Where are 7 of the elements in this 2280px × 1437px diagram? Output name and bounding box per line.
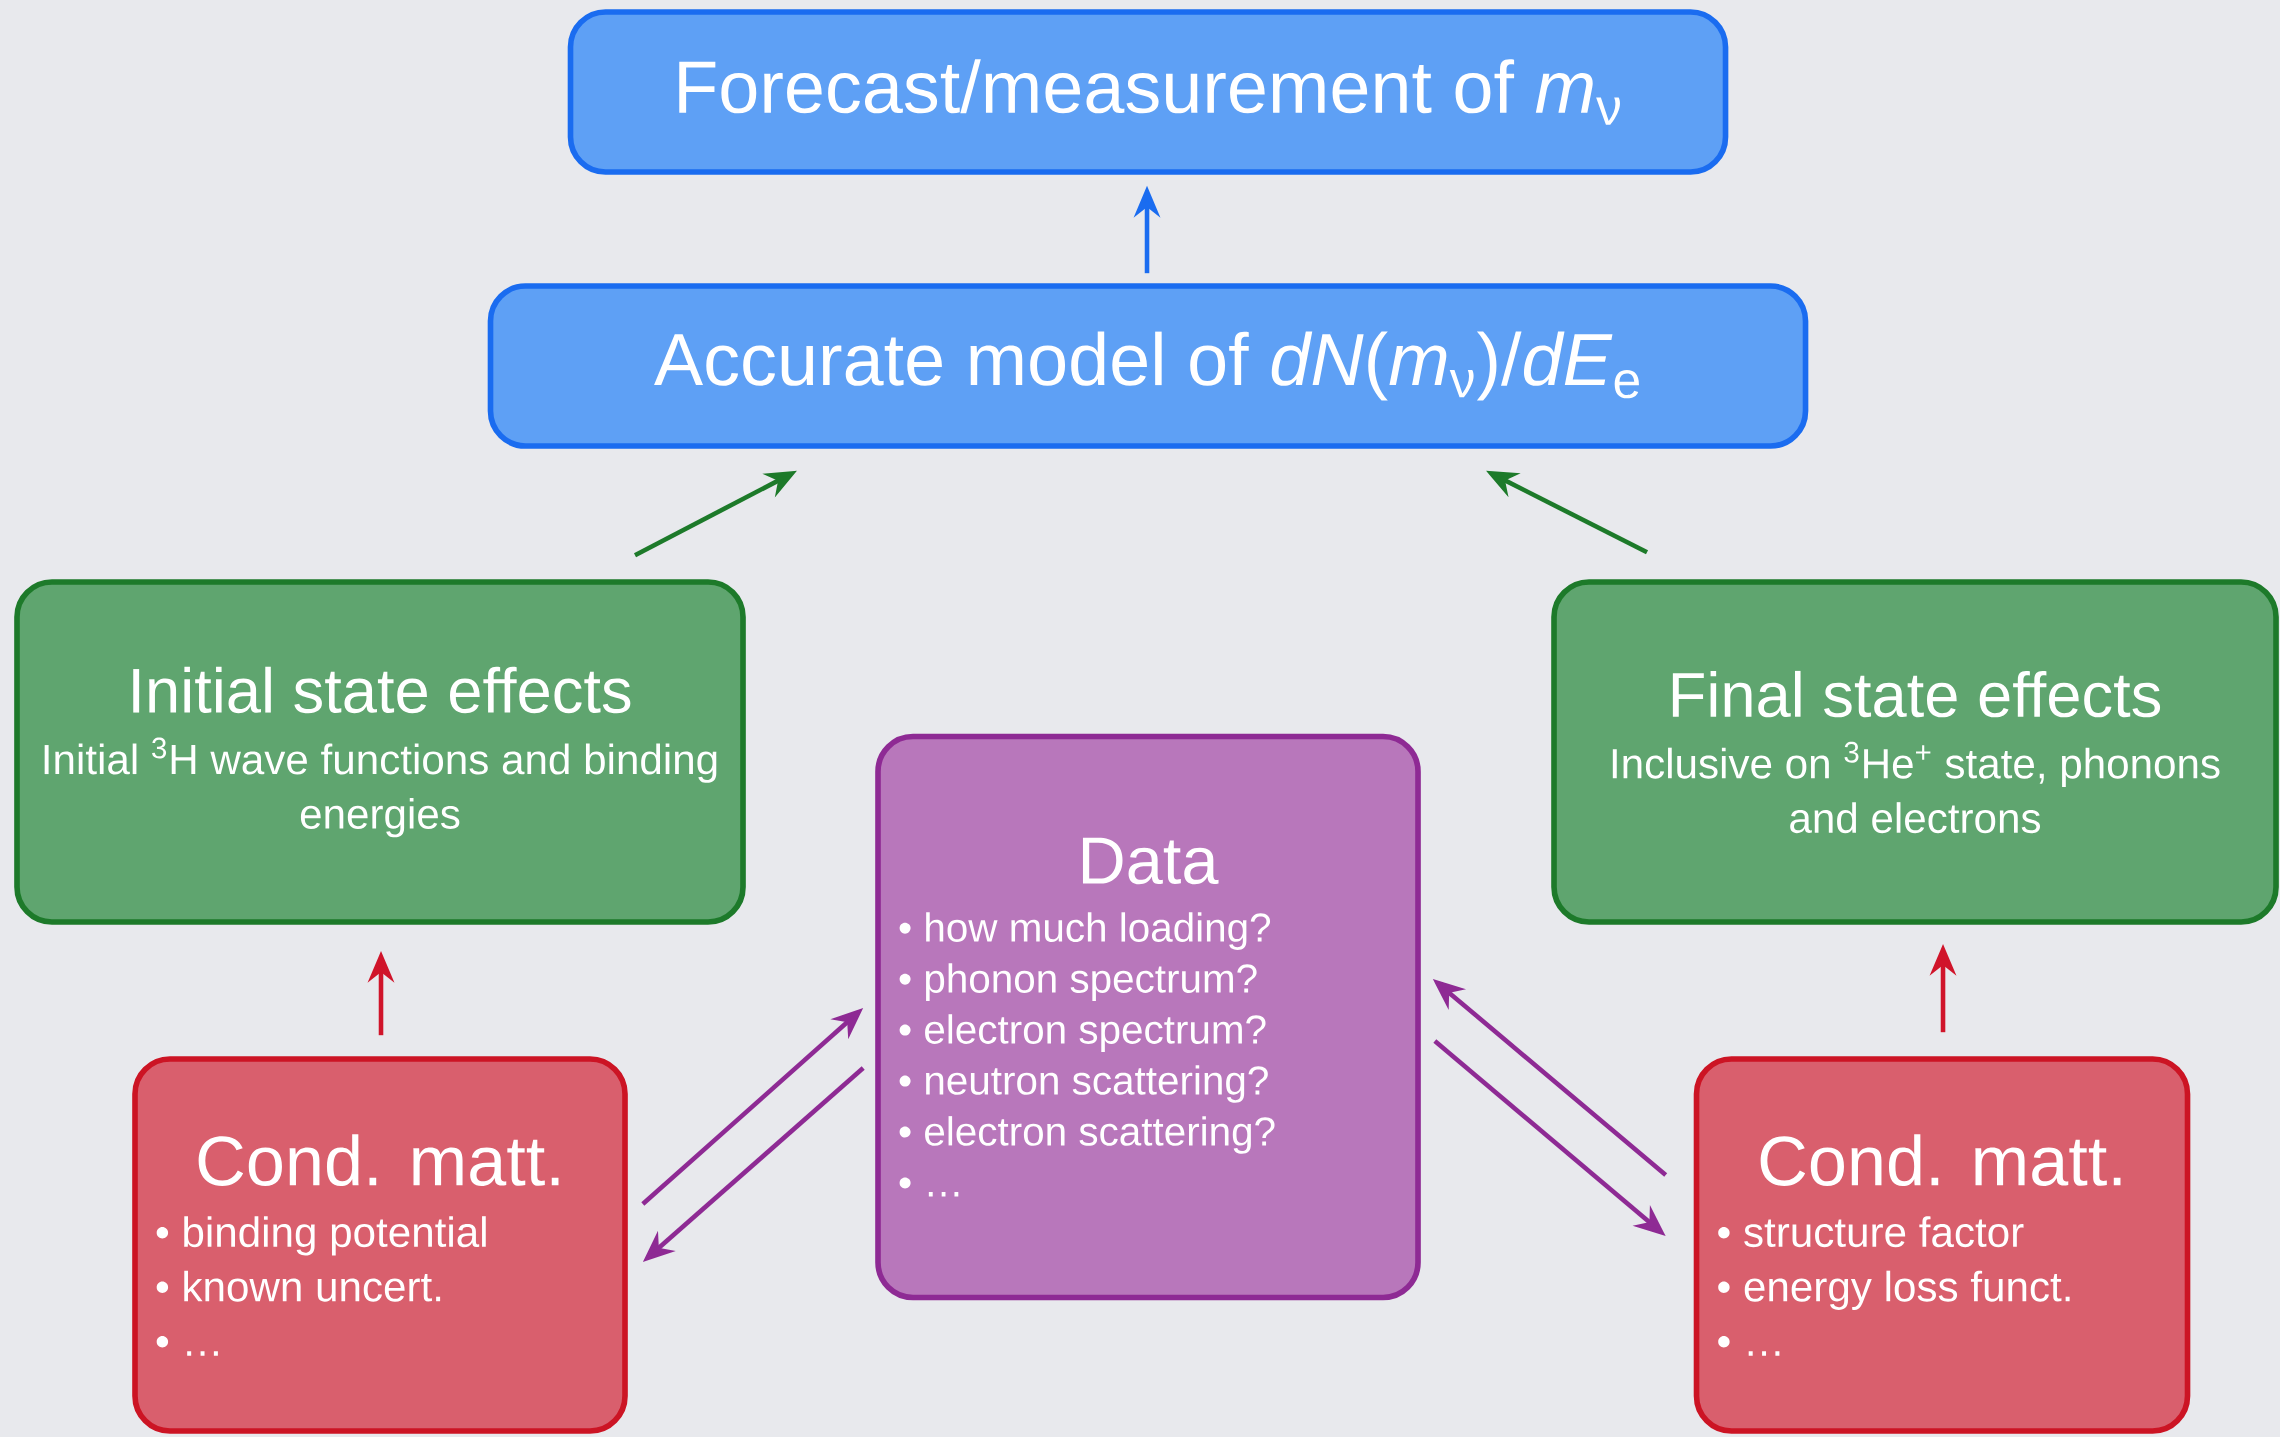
process-box: Forecast/measurement of m$_{ν}$ [567,9,1729,175]
process-box: Initial state effects Initial $^{3}$H wave functions and binding energies [14,579,746,925]
info-box: Data • how much loading? • phonon spectrum? • electron spectrum? • neutron scattering? • electron scattering? • … [875,733,1421,1301]
process-box: Accurate model of dN(m$_{ν}$)/dE$_{e}$ [487,283,1809,449]
info-box: Cond. matt. • structure factor • energy loss funct. • … [1693,1056,2191,1434]
process-box: Final state effects Inclusive on $^{3}$He$^{+}$ state, phonons and electrons [1551,579,2279,925]
info-box: Cond. matt. • binding potential • known uncert. • … [132,1056,628,1434]
